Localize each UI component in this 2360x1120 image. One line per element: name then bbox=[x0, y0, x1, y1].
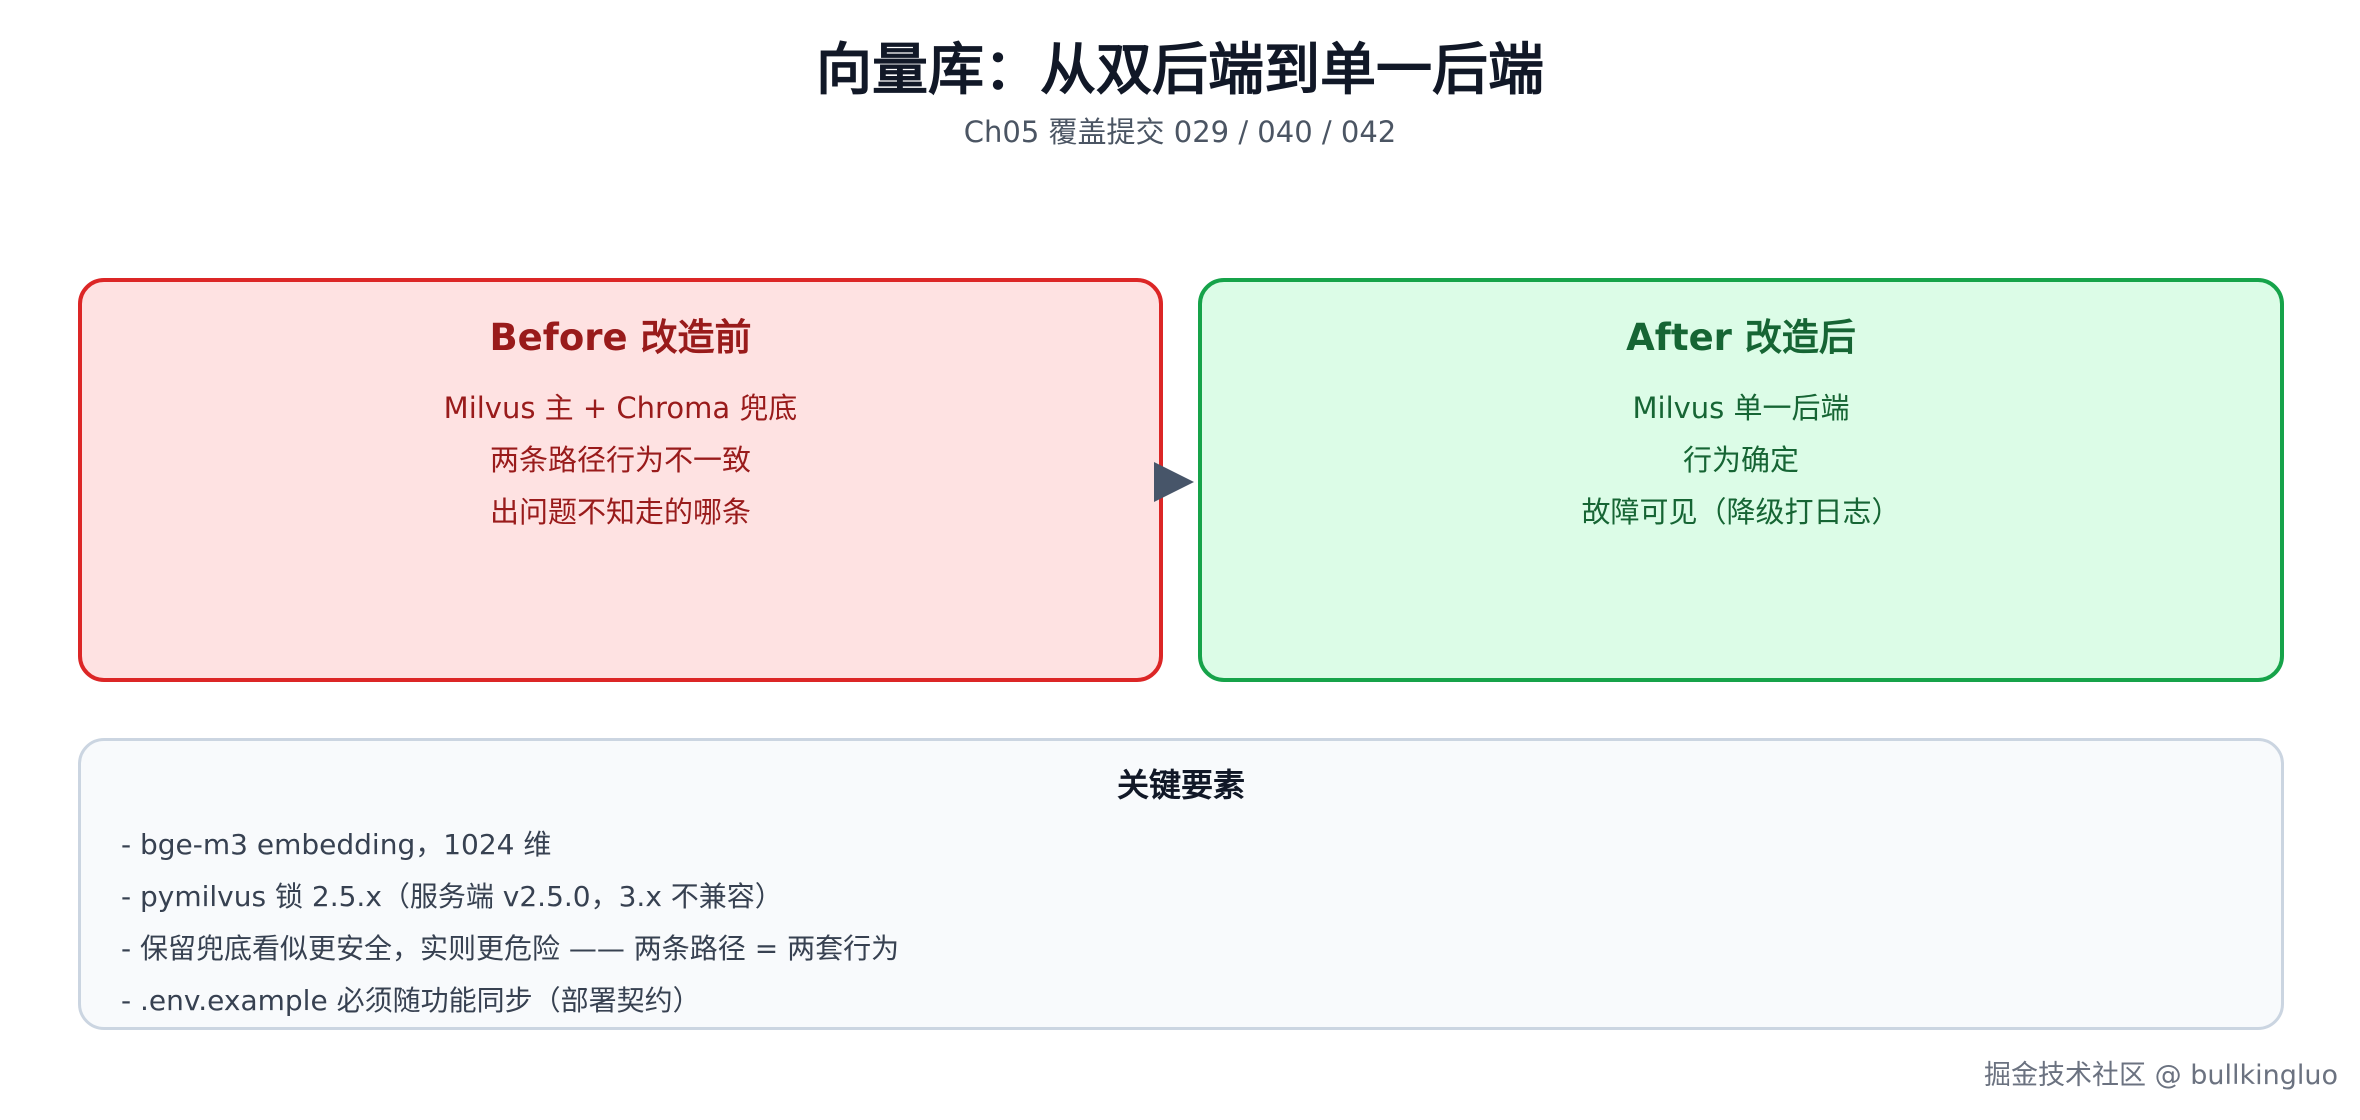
page-title: 向量库：从双后端到单一后端 bbox=[816, 38, 1544, 103]
before-line: 两条路径行为不一致 bbox=[489, 443, 751, 477]
key-elements-panel: 关键要素 - bge-m3 embedding，1024 维 - pymilvu… bbox=[78, 738, 2284, 1030]
key-element-item: - pymilvus 锁 2.5.x（服务端 v2.5.0，3.x 不兼容） bbox=[121, 880, 783, 913]
watermark: 掘金技术社区 @ bullkingluo bbox=[1984, 1060, 2338, 1091]
after-line: 故障可见（降级打日志） bbox=[1581, 495, 1901, 529]
before-panel-lines: Milvus 主 + Chroma 兜底 两条路径行为不一致 出问题不知走的哪条 bbox=[82, 382, 1159, 538]
key-element-item: - 保留兜底看似更安全，实则更危险 —— 两条路径 = 两套行为 bbox=[121, 932, 900, 965]
page-subtitle: Ch05 覆盖提交 029 / 040 / 042 bbox=[963, 115, 1397, 149]
triangle-arrow-right-icon bbox=[1154, 462, 1194, 502]
key-elements-list: - bge-m3 embedding，1024 维 - pymilvus 锁 2… bbox=[121, 819, 899, 1027]
key-element-item: - bge-m3 embedding，1024 维 bbox=[121, 828, 552, 861]
before-line: 出问题不知走的哪条 bbox=[489, 495, 751, 529]
after-line: Milvus 单一后端 bbox=[1632, 391, 1850, 425]
key-elements-title: 关键要素 bbox=[1116, 766, 1245, 804]
after-line: 行为确定 bbox=[1682, 443, 1799, 477]
after-panel: After 改造后 Milvus 单一后端 行为确定 故障可见（降级打日志） bbox=[1198, 278, 2284, 682]
before-panel: Before 改造前 Milvus 主 + Chroma 兜底 两条路径行为不一… bbox=[78, 278, 1163, 682]
before-line: Milvus 主 + Chroma 兜底 bbox=[443, 391, 798, 425]
after-panel-title: After 改造后 bbox=[1626, 316, 1856, 359]
key-element-item: - .env.example 必须随功能同步（部署契约） bbox=[121, 984, 701, 1017]
after-panel-lines: Milvus 单一后端 行为确定 故障可见（降级打日志） bbox=[1202, 382, 2280, 538]
before-panel-title: Before 改造前 bbox=[489, 316, 752, 359]
